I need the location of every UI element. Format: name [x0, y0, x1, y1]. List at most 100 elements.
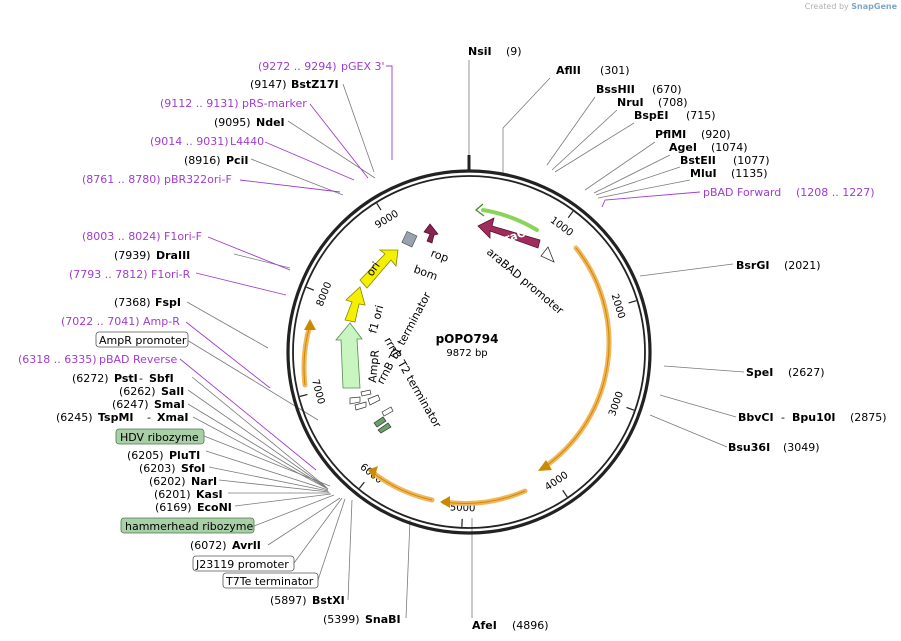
enzyme-position: (715)	[686, 109, 716, 122]
primer-label[interactable]: F1ori-R	[151, 268, 191, 281]
enzyme-label[interactable]: BstZ17I	[291, 78, 339, 91]
feature-box-j23119-promoter[interactable]	[192, 555, 295, 572]
enzyme-label[interactable]: SmaI	[154, 398, 185, 411]
ruler-tick-mark	[306, 286, 315, 291]
rop-arrow	[423, 223, 439, 244]
rop-label: rop	[429, 247, 450, 265]
feature-box-t7te-terminator[interactable]	[222, 572, 319, 589]
enzyme-position: (8916)	[184, 154, 221, 167]
leader-lines	[186, 60, 745, 619]
primer-range: (7793 .. 7812)	[69, 268, 148, 281]
enzyme-label[interactable]: SbfI	[149, 372, 174, 385]
enzyme-position: (6202)	[149, 475, 186, 488]
enzyme-position: (6247)	[112, 398, 149, 411]
enzyme-label[interactable]: AvrII	[232, 539, 261, 552]
primer-label[interactable]: pBAD Reverse	[99, 353, 177, 366]
left-enzyme-labels: (9147) BstZ17I (9095) NdeI (8916) PciI (…	[56, 78, 401, 626]
feature-box-hammerhead-ribozyme[interactable]	[120, 517, 255, 534]
primer-range: (1208 .. 1227)	[796, 186, 875, 199]
enzyme-label[interactable]: BstEII	[680, 154, 716, 167]
enzyme-label[interactable]: KasI	[196, 488, 223, 501]
enzyme-label[interactable]: SfoI	[181, 462, 205, 475]
enzyme-label[interactable]: DraIII	[156, 249, 190, 262]
ruler-tick-mark	[376, 202, 382, 211]
enzyme-position: (9095)	[214, 116, 251, 129]
feature-box-hdv-ribozyme[interactable]	[115, 428, 205, 445]
enzyme-separator: -	[147, 411, 151, 424]
enzyme-position: (2627)	[788, 366, 825, 379]
enzyme-label[interactable]: XmaI	[157, 411, 188, 424]
ruler-tick-mark	[628, 300, 637, 304]
feature-label: AmpR promoter	[99, 334, 187, 347]
enzyme-label[interactable]: BstXI	[312, 594, 345, 607]
feature-label: J23119 promoter	[195, 558, 289, 571]
enzyme-label[interactable]: EcoNI	[197, 501, 232, 514]
enzyme-label[interactable]: SpeI	[746, 366, 773, 379]
enzyme-position: (9147)	[250, 78, 287, 91]
feature-label: T7Te terminator	[225, 575, 314, 588]
enzyme-label[interactable]: PflMI	[655, 128, 686, 141]
enzyme-label[interactable]: Bpu10I	[792, 411, 836, 424]
enzyme-label[interactable]: NsiI	[468, 45, 492, 58]
ruler-tick-label: 8000	[315, 281, 335, 309]
ampr-orf-arrowhead-4	[304, 319, 316, 330]
enzyme-position: (6169)	[155, 501, 192, 514]
feature-box-ampr-promoter[interactable]	[95, 331, 189, 348]
enzyme-label[interactable]: NdeI	[256, 116, 285, 129]
primer-label[interactable]: L4440	[230, 135, 264, 148]
enzyme-label[interactable]: TspMI	[98, 411, 134, 424]
enzyme-position: (2021)	[784, 259, 821, 272]
ruler-tick-mark	[626, 406, 635, 411]
enzyme-position: (6201)	[154, 488, 191, 501]
enzyme-label[interactable]: SnaBI	[365, 613, 401, 626]
enzyme-position: (6272)	[72, 372, 109, 385]
enzyme-position: (7368)	[114, 296, 151, 309]
enzyme-label[interactable]: PciI	[226, 154, 248, 167]
primer-label[interactable]: pRS-marker	[242, 97, 307, 110]
enzyme-label[interactable]: AgeI	[669, 141, 697, 154]
enzyme-position: (3049)	[783, 441, 820, 454]
f1-ori-label: f1 ori	[366, 304, 386, 335]
enzyme-label[interactable]: BssHII	[596, 83, 635, 96]
enzyme-label[interactable]: AflII	[556, 64, 581, 77]
enzyme-position: (6245)	[56, 411, 93, 424]
primer-label[interactable]: Amp-R	[143, 315, 180, 328]
enzyme-label[interactable]: BbvCI	[738, 411, 774, 424]
enzyme-label[interactable]: BspEI	[634, 109, 668, 122]
ampr-orf-arrowhead-3	[368, 466, 378, 479]
ampr-orf-arrowhead-2	[440, 496, 450, 508]
arac-arrow	[477, 217, 541, 249]
primer-label[interactable]: pGEX 3'	[341, 60, 385, 73]
ruler-tick-mark	[562, 489, 568, 498]
bom-label: bom	[412, 263, 439, 284]
ampr-orf-arc-lower-left-inner	[371, 471, 433, 501]
primer-range: (9112 .. 9131)	[160, 97, 239, 110]
enzyme-label[interactable]: NarI	[191, 475, 217, 488]
enzyme-separator: -	[139, 372, 143, 385]
enzyme-label[interactable]: NruI	[617, 96, 644, 109]
ruler-tick-label: 1000	[548, 215, 575, 239]
enzyme-label[interactable]: PluTI	[169, 449, 200, 462]
enzyme-label[interactable]: AfeI	[472, 619, 497, 632]
primer-label[interactable]: pBAD Forward	[703, 186, 781, 199]
enzyme-position: (6205)	[127, 449, 164, 462]
enzyme-label[interactable]: PstI	[114, 372, 138, 385]
enzyme-label[interactable]: Bsu36I	[728, 441, 770, 454]
plasmid-size: 9872 bp	[446, 348, 487, 359]
enzyme-position: (1135)	[731, 167, 768, 180]
primer-label[interactable]: F1ori-F	[164, 230, 202, 243]
enzyme-label[interactable]: MluI	[690, 167, 717, 180]
enzyme-label[interactable]: BsrGI	[736, 259, 769, 272]
primer-range: (8761 .. 8780)	[82, 173, 161, 186]
primer-label[interactable]: pBR322ori-F	[164, 173, 232, 186]
enzyme-label[interactable]: FspI	[155, 296, 181, 309]
ampr-orf-arc-right-inner	[542, 247, 610, 469]
ruler-tick-label: 9000	[373, 208, 400, 231]
enzyme-label[interactable]: SalI	[161, 385, 184, 398]
boxed-feature-labels: AmpR promoter HDV ribozyme hammerhead ri…	[95, 331, 319, 589]
ampr-arrow	[335, 322, 363, 389]
enzyme-position: (2875)	[850, 411, 887, 424]
bom-box	[401, 230, 418, 248]
arac-highlight-arc	[481, 208, 539, 232]
